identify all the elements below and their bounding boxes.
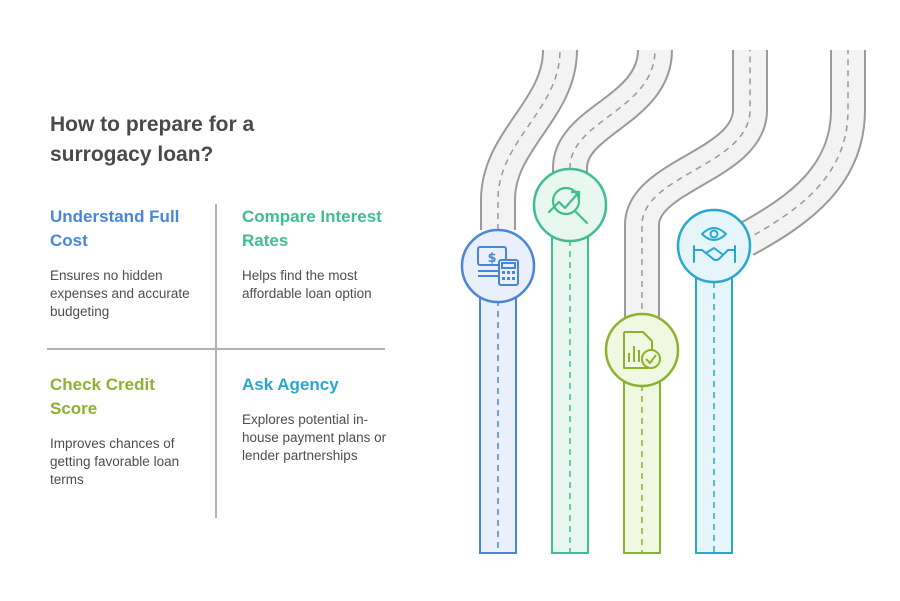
card-heading: Check Credit Score bbox=[50, 375, 155, 418]
card-heading: Compare Interest Rates bbox=[242, 207, 382, 250]
card-text: Improves chances of getting favorable lo… bbox=[50, 436, 180, 487]
page-title: How to prepare for a surrogacy loan? bbox=[50, 113, 255, 166]
eye-handshake-icon bbox=[676, 208, 752, 284]
card-text: Helps find the most affordable loan opti… bbox=[242, 268, 372, 301]
road-4 bbox=[695, 50, 866, 554]
grid-divider-horizontal bbox=[47, 348, 385, 350]
card-compare-interest-rates: Compare Interest Rates Helps find the mo… bbox=[242, 205, 392, 303]
card-check-credit-score: Check Credit Score Improves chances of g… bbox=[50, 373, 200, 489]
card-heading: Understand Full Cost bbox=[50, 207, 180, 250]
road-1 bbox=[479, 48, 578, 554]
search-trend-icon bbox=[532, 167, 608, 243]
road-2 bbox=[551, 48, 673, 554]
card-text: Ensures no hidden expenses and accurate … bbox=[50, 268, 190, 319]
card-ask-agency: Ask Agency Explores potential in-house p… bbox=[242, 373, 392, 465]
svg-text:$: $ bbox=[487, 251, 496, 266]
card-heading: Ask Agency bbox=[242, 375, 339, 394]
card-understand-full-cost: Understand Full Cost Ensures no hidden e… bbox=[50, 205, 200, 321]
grid-divider-vertical bbox=[215, 204, 217, 518]
card-text: Explores potential in-house payment plan… bbox=[242, 412, 387, 463]
money-calculator-icon: $ bbox=[460, 228, 536, 304]
document-chart-check-icon bbox=[604, 312, 680, 388]
